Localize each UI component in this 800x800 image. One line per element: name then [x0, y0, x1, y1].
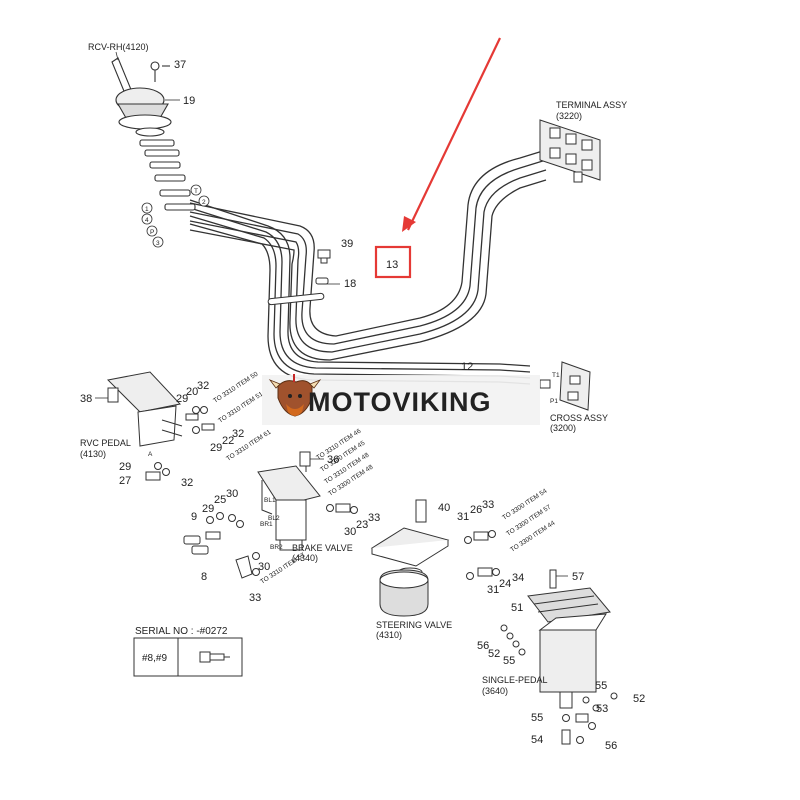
rvc-fittings — [145, 406, 215, 481]
callout-12: 12 — [461, 361, 473, 373]
port-a: A — [148, 451, 153, 458]
fitting-39 — [317, 249, 331, 264]
callout-29a: 29 — [176, 393, 188, 405]
callout-52b: 52 — [633, 693, 645, 705]
callout-33a: 33 — [249, 592, 261, 604]
callout-30b: 30 — [258, 561, 270, 573]
callout-32c: 32 — [181, 477, 193, 489]
single-pedal-label: SINGLE-PEDAL — [482, 675, 548, 685]
callout-32b: 32 — [232, 428, 244, 440]
steering-valve — [370, 499, 450, 617]
callout-24: 24 — [499, 578, 511, 590]
callout-33c: 33 — [482, 499, 494, 511]
port-bl2: BL2 — [268, 515, 280, 522]
callout-56b: 56 — [605, 740, 617, 752]
callout-20: 20 — [186, 386, 198, 398]
terminal-assy-label: TERMINAL ASSY — [556, 100, 627, 110]
pipe-bundle — [189, 149, 547, 385]
callout-57: 57 — [572, 571, 584, 583]
callout-27: 27 — [119, 475, 131, 487]
callout-23a: 23 — [356, 519, 368, 531]
callout-52a: 52 — [488, 648, 500, 660]
callout-51: 51 — [511, 602, 523, 614]
callout-53: 53 — [596, 703, 608, 715]
callout-38: 38 — [80, 393, 92, 405]
port-1: 1 — [145, 206, 149, 213]
motoviking-watermark: MOTOVIKING — [262, 374, 540, 425]
callout-33b: 33 — [368, 512, 380, 524]
callout-54: 54 — [531, 734, 543, 746]
brake-valve — [257, 451, 321, 551]
brake-valve-number: (4340) — [292, 553, 318, 563]
port-t: T — [194, 188, 198, 195]
callout-34: 34 — [512, 572, 524, 584]
watermark-brand: MOTOVIKING — [308, 387, 492, 417]
port-br1: BR1 — [260, 521, 273, 528]
port-4: 4 — [145, 217, 149, 224]
callout-55c: 55 — [531, 712, 543, 724]
callout-36: 36 — [327, 454, 339, 466]
viking-logo-icon — [268, 374, 322, 417]
callout-29c: 29 — [119, 461, 131, 473]
rvc-pedal-label: RVC PEDAL — [80, 438, 131, 448]
rcv-port-markers — [141, 184, 210, 248]
serial-number-box: SERIAL NO : -#0272 #8,#9 — [133, 626, 243, 677]
brake-valve-label: BRAKE VALVE — [292, 543, 353, 553]
rvc-pedal-number: (4130) — [80, 449, 106, 459]
callout-55a: 55 — [503, 655, 515, 667]
callout-18: 18 — [344, 278, 356, 290]
terminal-assy-number: (3220) — [556, 111, 582, 121]
callout-9: 9 — [191, 511, 197, 523]
steering-valve-fittings — [464, 530, 500, 580]
callout-31b: 31 — [487, 584, 499, 596]
callout-22: 22 — [222, 435, 234, 447]
highlight-arrow — [402, 37, 501, 232]
highlight-box — [374, 245, 412, 279]
cross-assy — [539, 361, 591, 411]
callout-29d: 29 — [202, 503, 214, 515]
single-pedal-fittings — [500, 624, 618, 745]
serial-title: SERIAL NO : -#0272 — [135, 626, 228, 637]
callout-29b: 29 — [210, 442, 222, 454]
single-pedal — [527, 569, 611, 709]
callout-13: 13 — [386, 259, 398, 271]
pipe-clamp — [267, 277, 329, 306]
callout-56a: 56 — [477, 640, 489, 652]
fitting-icon — [199, 651, 230, 663]
port-3: 3 — [156, 240, 160, 247]
callout-55b: 55 — [595, 680, 607, 692]
serial-cell: #8,#9 — [142, 653, 167, 664]
single-pedal-number: (3640) — [482, 686, 508, 696]
callout-8: 8 — [201, 571, 207, 583]
callout-19: 19 — [183, 95, 195, 107]
steering-valve-label: STEERING VALVE — [376, 620, 452, 630]
port-p: P — [150, 229, 154, 236]
callout-31a: 31 — [457, 511, 469, 523]
steering-valve-number: (4310) — [376, 630, 402, 640]
callout-30c: 30 — [344, 526, 356, 538]
callout-37: 37 — [174, 59, 186, 71]
terminal-assy — [539, 119, 601, 183]
brake-valve-fittings — [183, 503, 358, 579]
rcv-rh-label: RCV-RH(4120) — [88, 42, 149, 52]
callout-26: 26 — [470, 504, 482, 516]
callout-30a: 30 — [226, 488, 238, 500]
callout-32a: 32 — [197, 380, 209, 392]
callout-25: 25 — [214, 494, 226, 506]
cross-assy-number: (3200) — [550, 423, 576, 433]
callout-39: 39 — [341, 238, 353, 250]
port-2: 2 — [202, 199, 206, 206]
port-p1: P1 — [550, 398, 558, 405]
rvc-pedal — [106, 371, 183, 447]
rcv-rh-joystick — [111, 57, 196, 211]
port-t1: T1 — [552, 372, 560, 379]
port-br2: BR2 — [270, 544, 283, 551]
cross-assy-label: CROSS ASSY — [550, 413, 608, 423]
port-bl1: BL1 — [264, 497, 276, 504]
callout-40: 40 — [438, 502, 450, 514]
